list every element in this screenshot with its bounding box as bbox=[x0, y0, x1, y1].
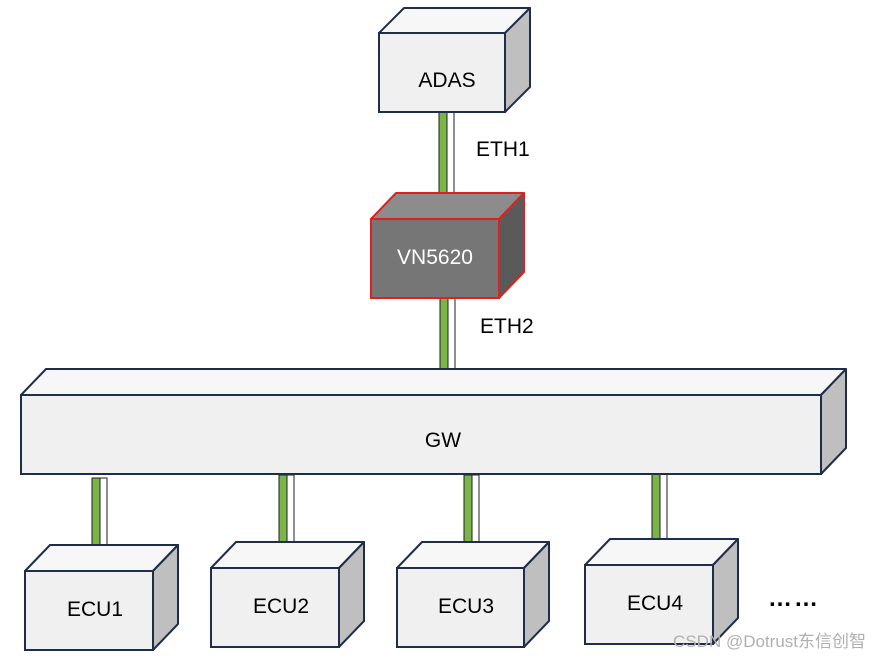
ecu3-label: ECU3 bbox=[438, 595, 494, 618]
gw-label: GW bbox=[425, 429, 461, 452]
more-ecus-ellipsis: …… bbox=[768, 585, 820, 612]
cable-adas-vn5620 bbox=[438, 110, 455, 194]
ecu1-box: ECU1 bbox=[24, 544, 179, 651]
vn5620-label: VN5620 bbox=[397, 246, 473, 269]
ecu2-box: ECU2 bbox=[210, 541, 365, 648]
cable-vn5620-gw bbox=[439, 296, 456, 375]
eth2-label: ETH2 bbox=[480, 315, 534, 338]
adas-box: ADAS bbox=[378, 7, 531, 113]
ecu4-label: ECU4 bbox=[627, 592, 683, 615]
adas-label: ADAS bbox=[418, 69, 475, 92]
vn5620-box: VN5620 bbox=[370, 192, 525, 299]
watermark: CSDN @Dotrust东信创智 bbox=[673, 632, 866, 651]
ecu3-box: ECU3 bbox=[396, 541, 550, 648]
ecu1-label: ECU1 bbox=[67, 598, 123, 621]
eth1-label: ETH1 bbox=[476, 138, 530, 161]
ecu4-box: ECU4 bbox=[584, 538, 739, 645]
gw-box: GW bbox=[20, 368, 847, 475]
ecu2-label: ECU2 bbox=[253, 595, 309, 618]
